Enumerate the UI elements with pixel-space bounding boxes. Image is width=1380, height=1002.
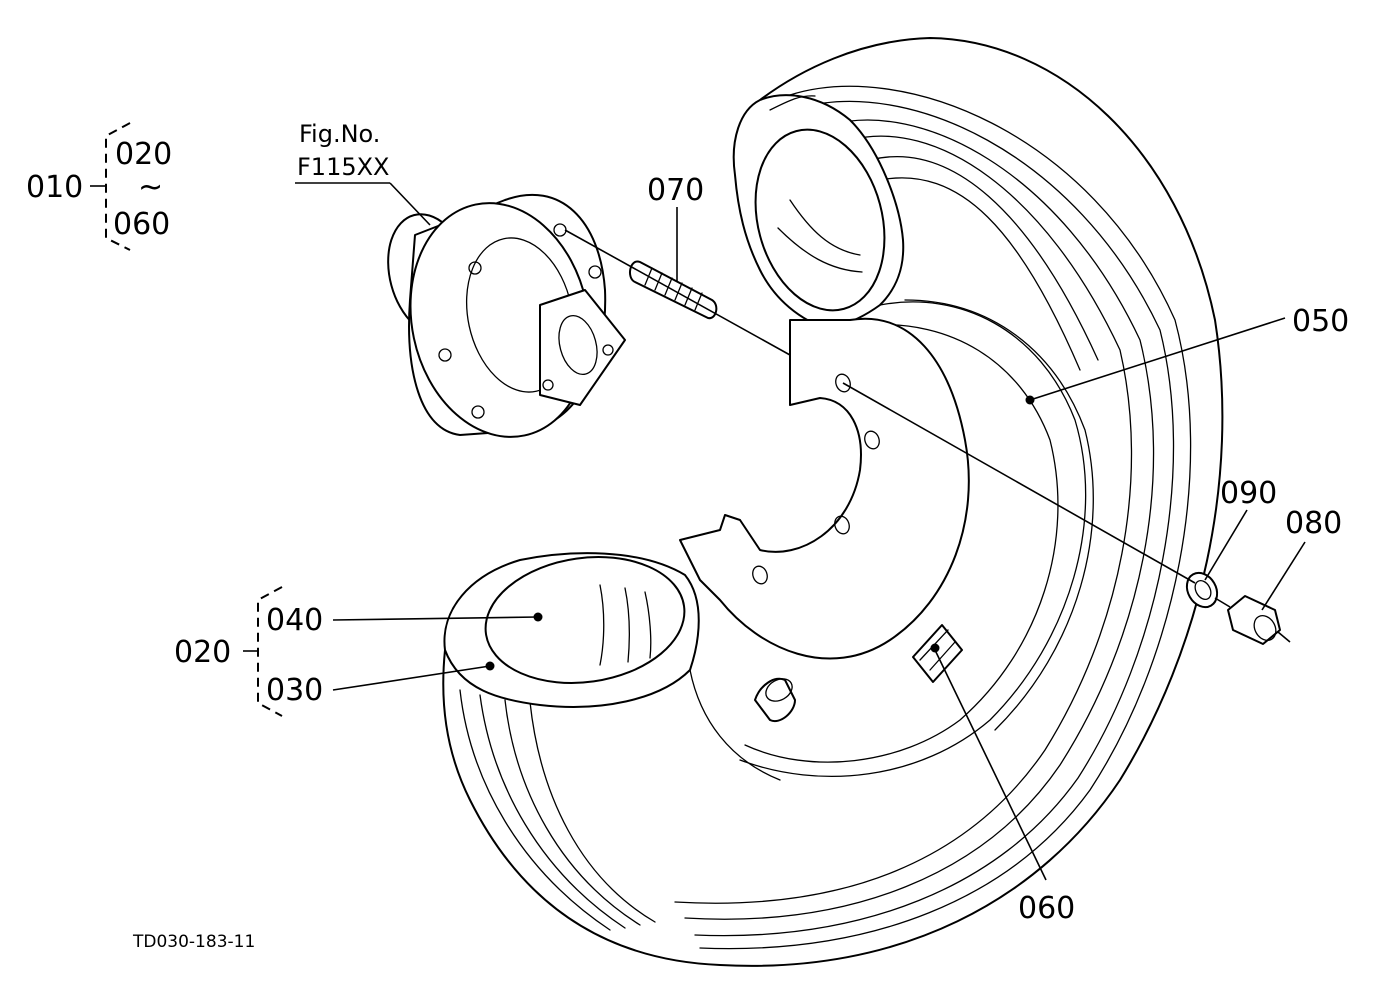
callout-080: 080 <box>1285 506 1342 541</box>
assembly-010-range-mark: ~ <box>138 170 163 205</box>
callout-060: 060 <box>1018 891 1075 926</box>
callout-050: 050 <box>1292 304 1349 339</box>
lock-washer <box>1185 571 1219 609</box>
wheel-rim-disc <box>679 317 970 723</box>
leader-dots <box>485 395 1035 671</box>
callout-070: 070 <box>647 173 704 208</box>
tire-drawing <box>442 37 1224 967</box>
callout-030: 030 <box>266 673 323 708</box>
figure-ref-line1: Fig.No. <box>299 120 380 148</box>
hub-drawing <box>387 194 626 438</box>
assembly-020-label: 020 <box>174 635 231 670</box>
callout-090: 090 <box>1220 476 1277 511</box>
wheel-nut <box>1227 595 1281 645</box>
bracket-020 <box>243 586 283 717</box>
assembly-010-to: 060 <box>113 207 170 242</box>
leader-lines <box>295 182 1306 881</box>
drawing-code: TD030-183-11 <box>132 932 255 952</box>
assembly-010-from: 020 <box>115 137 172 172</box>
bracket-010 <box>90 122 131 251</box>
callout-040: 040 <box>266 603 323 638</box>
figure-ref-line2: F115XX <box>297 153 390 181</box>
assembly-010-label: 010 <box>26 170 83 205</box>
